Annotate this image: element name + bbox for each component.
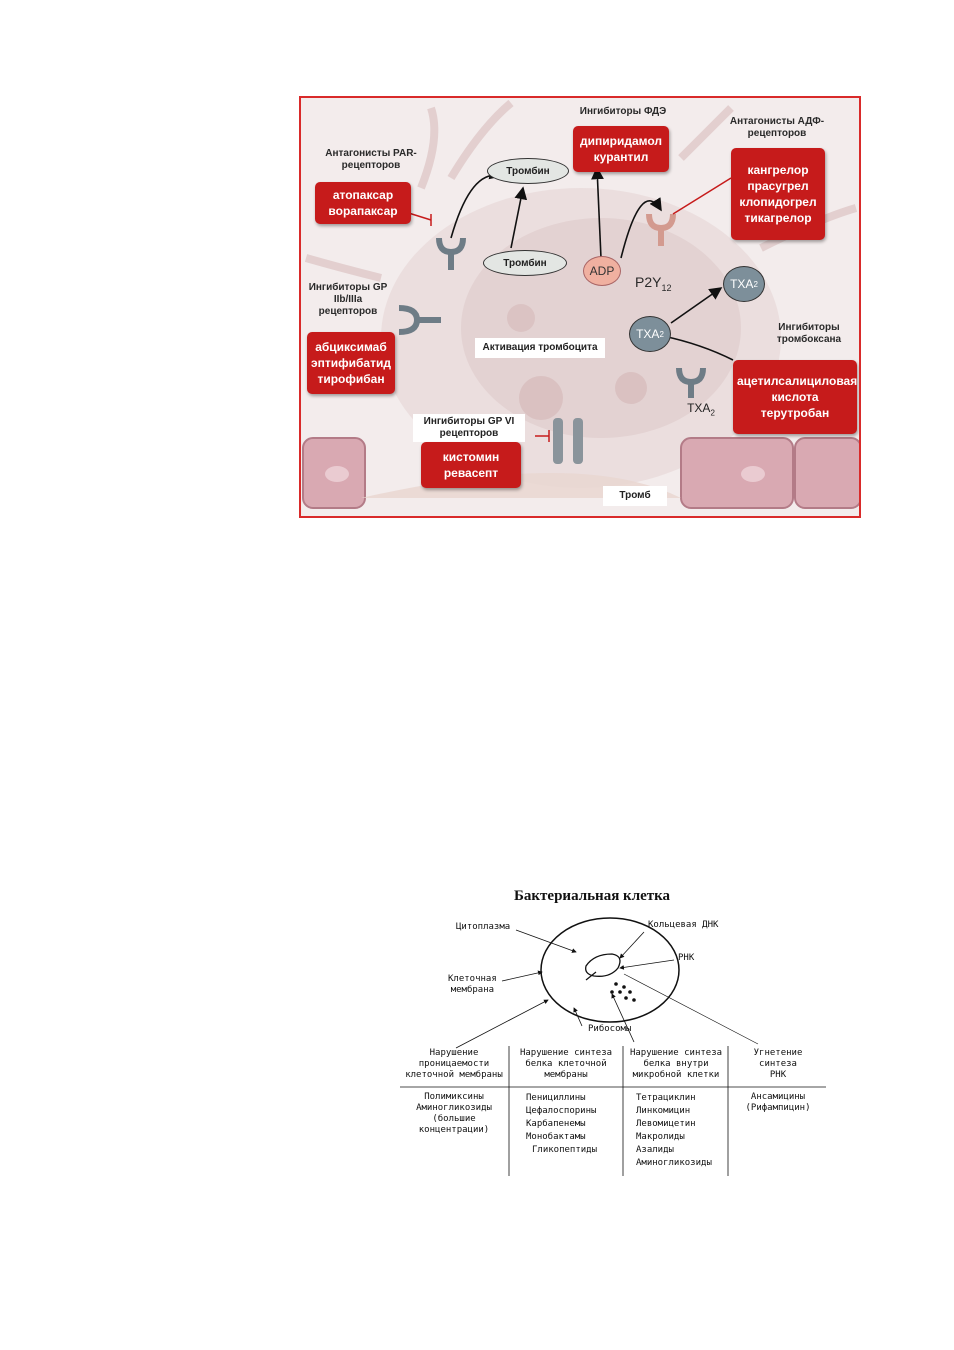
drug-clopidogrel: клопидогрел <box>739 195 817 209</box>
drug-kistomin: кистомин <box>442 450 500 464</box>
thrombin-top: Тромбин <box>487 158 569 184</box>
col-header-2: Нарушение синтеза белка клеточной мембра… <box>519 1048 613 1080</box>
p2y12-label: P2Y12 <box>635 274 672 293</box>
list-item: Монобактамы <box>526 1132 586 1142</box>
col-items-4: Ансамицины (Рифампицин) <box>730 1092 826 1114</box>
list-item: Ансамицины <box>750 1092 806 1102</box>
list-item: Линкомицин <box>636 1106 691 1116</box>
list-item: Тетрациклин <box>636 1093 696 1103</box>
ring-dna <box>585 953 621 977</box>
list-item: концентрации) <box>418 1125 490 1135</box>
drug-curantil: курантил <box>593 150 649 164</box>
col-items-3: Тетрациклин Линкомицин Левомицетин Макро… <box>636 1092 728 1170</box>
ring-dna-label: Кольцевая ДНК <box>648 920 719 930</box>
list-item: Пенициллины <box>526 1093 586 1103</box>
list-item: Карбапенемы <box>526 1119 586 1129</box>
txa2-receptor-label: TXA2 <box>687 401 715 418</box>
list-item: Аминогликозиды <box>636 1158 712 1168</box>
col-header-3: Нарушение синтеза белка внутри микробной… <box>629 1048 723 1080</box>
platelet-activation-figure: Ингибиторы ФДЭ дипиридамол курантил Анта… <box>299 96 861 518</box>
list-item: Гликопептиды <box>532 1145 598 1155</box>
list-item: Полимиксины <box>424 1092 484 1102</box>
arrow <box>591 166 604 259</box>
thrombus-label: Тромб <box>603 486 667 506</box>
gp-inhibitors-label: Ингибиторы GP IIb/IIIa рецепторов <box>308 282 388 317</box>
col-header-4: Угнетение синтеза РНК <box>753 1048 803 1080</box>
drug-ticagrelor: тикагрелор <box>744 211 812 225</box>
gp-drugs-box: абциксимаб эптифибатид тирофибан <box>307 332 395 394</box>
endothelial-cell <box>794 437 859 509</box>
thrombin-bottom: Тромбин <box>483 250 567 276</box>
activation-label: Активация тромбоцита <box>475 338 605 358</box>
col-header-1: Нарушение проницаемости клеточной мембра… <box>405 1048 503 1080</box>
membrane-label: Клеточная мембрана <box>448 974 497 995</box>
pde-drugs-box: дипиридамол курантил <box>573 126 669 172</box>
endothelial-cell <box>680 437 794 509</box>
adp-molecule: ADP <box>583 256 621 286</box>
adp-drugs-box: кангрелор прасугрел клопидогрел тикагрел… <box>731 148 825 240</box>
drug-cangrelor: кангрелор <box>747 163 809 177</box>
ribosome-dots <box>610 982 636 1002</box>
list-item: Макролиды <box>636 1132 685 1142</box>
drug-revacept: ревасепт <box>443 466 499 480</box>
col-items-2: Пенициллины Цефалоспорины Карбапенемы Мо… <box>526 1092 622 1157</box>
col-items-1: Полимиксины Аминогликозиды (большие конц… <box>400 1092 508 1136</box>
par-antagonists-label: Антагонисты PAR-рецепторов <box>325 148 417 171</box>
drug-atopaxar: атопаксар <box>332 188 394 202</box>
gpvi-inhibitors-label: Ингибиторы GP VI рецепторов <box>413 414 525 442</box>
list-item: Аминогликозиды <box>416 1103 492 1113</box>
thromboxane-drugs-box: ацетилсалициловая кислота терутробан <box>733 360 857 434</box>
arrow <box>670 287 723 324</box>
list-item: Цефалоспорины <box>526 1106 597 1116</box>
list-item: Левомицетин <box>636 1119 696 1129</box>
par-drugs-box: атопаксар ворапаксар <box>315 182 411 224</box>
thromboxane-inhibitors-label: Ингибиторы тромбоксана <box>776 322 842 345</box>
cytoplasm-label: Цитоплазма <box>456 922 511 932</box>
list-item: (Рифампицин) <box>745 1103 811 1113</box>
drug-acetylsalicylic: ацетилсалициловая <box>737 374 858 388</box>
drug-abciximab: абциксимаб <box>315 340 387 354</box>
pde-inhibitors-label: Ингибиторы ФДЭ <box>579 106 667 117</box>
bacterial-cell-figure: Бактериальная клетка Цитоплазма Ко <box>398 888 828 1180</box>
drug-dipyridamole: дипиридамол <box>580 134 662 148</box>
drug-prasugrel: прасугрел <box>747 179 809 193</box>
list-item: Азалиды <box>636 1145 674 1155</box>
drug-eptifibatide: эптифибатид <box>311 356 391 370</box>
drug-tirofiban: тирофибан <box>317 372 385 386</box>
cell-wall <box>540 917 680 1023</box>
drug-vorapaxar: ворапаксар <box>328 204 398 218</box>
bacterial-title: Бактериальная клетка <box>514 888 671 904</box>
ribosomes-label: Рибосомы <box>588 1024 632 1034</box>
gpvi-drugs-box: кистомин ревасепт <box>421 442 521 488</box>
list-item: (большие <box>432 1114 476 1124</box>
adp-antagonists-label: Антагонисты АДФ-рецепторов <box>729 116 825 139</box>
gpvi-receptor <box>553 418 563 464</box>
drug-acid: кислота <box>771 390 819 404</box>
drug-terutroban: терутробан <box>760 406 830 420</box>
arrow <box>510 186 528 249</box>
rna-label: РНК <box>678 953 695 963</box>
bacterial-diagram <box>400 917 826 1176</box>
arrow <box>620 197 662 259</box>
